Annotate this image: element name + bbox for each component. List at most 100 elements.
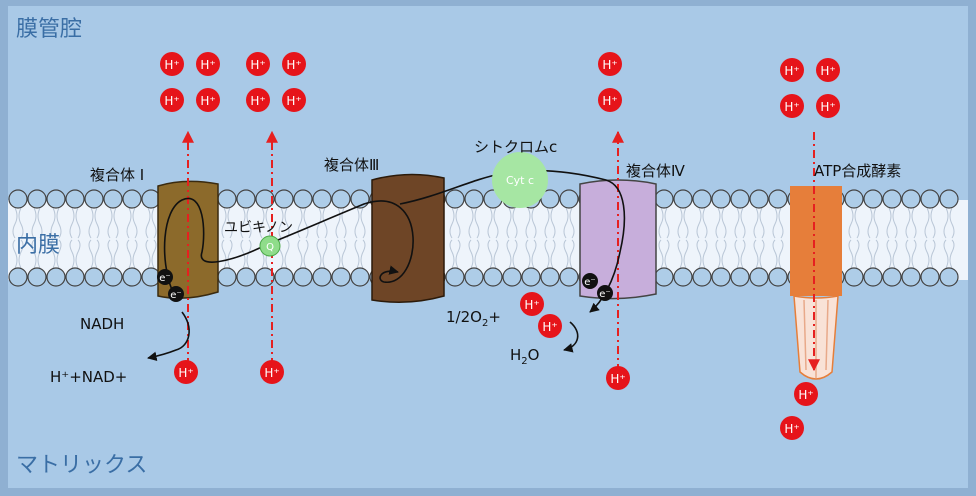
lipid-head — [863, 189, 883, 209]
lipid-head — [749, 189, 769, 209]
proton: H⁺ — [196, 52, 220, 76]
lipid-head — [312, 189, 332, 209]
lipid-head — [654, 267, 674, 287]
proton-circle — [174, 360, 198, 384]
lipid-head — [331, 267, 351, 287]
lipid-head — [939, 267, 959, 287]
lipid-tail — [772, 207, 784, 269]
proton-circle — [780, 58, 804, 82]
lipid-head — [768, 267, 788, 287]
lipid-head — [274, 189, 294, 209]
lipid-tail — [221, 207, 233, 269]
lipid-tail — [12, 207, 24, 269]
electron-marker — [582, 273, 598, 289]
proton-symbol: H⁺ — [250, 58, 265, 72]
proton-symbol: H⁺ — [820, 100, 835, 114]
proton: H⁺ — [780, 58, 804, 82]
proton: H⁺ — [816, 58, 840, 82]
proton-symbol: H⁺ — [610, 372, 625, 386]
lipid-tail — [335, 207, 347, 269]
lipid-head — [445, 189, 465, 209]
lipid-head — [559, 189, 579, 209]
lipid-head — [654, 189, 674, 209]
lipid-tail — [924, 207, 936, 269]
lipid-tail — [126, 207, 138, 269]
lipid-tail — [278, 207, 290, 269]
proton-circle — [160, 88, 184, 112]
lipid-head — [673, 189, 693, 209]
lipid-tail — [107, 207, 119, 269]
electron-symbol: e⁻ — [170, 290, 181, 301]
oxygen-subscript: 2 — [482, 318, 488, 329]
proton-circle — [260, 360, 284, 384]
lipid-tail — [145, 207, 157, 269]
lipid-tail — [506, 207, 518, 269]
proton-symbol: H⁺ — [264, 366, 279, 380]
lipid-head — [217, 189, 237, 209]
proton-symbol: H⁺ — [164, 58, 179, 72]
water-prefix: H — [510, 346, 521, 364]
water-suffix: O — [528, 346, 540, 364]
proton: H⁺ — [282, 52, 306, 76]
inner-membrane-label: 内膜 — [16, 233, 60, 258]
lipid-tail — [468, 207, 480, 269]
proton-symbol: H⁺ — [542, 320, 557, 334]
lipid-tail — [449, 207, 461, 269]
lipid-tail — [943, 207, 955, 269]
nadh-oxidation-arrow — [147, 311, 190, 362]
lipid-head — [65, 267, 85, 287]
proton-symbol: H⁺ — [602, 94, 617, 108]
lipid-head — [236, 267, 256, 287]
lipid-head — [749, 267, 769, 287]
nadh-label: NADH — [80, 315, 124, 333]
lipid-head — [901, 267, 921, 287]
lipid-head — [692, 267, 712, 287]
lipid-tail — [886, 207, 898, 269]
lipid-head — [122, 267, 142, 287]
proton-circle — [196, 52, 220, 76]
atp-synthase-stalk — [790, 186, 842, 296]
proton: H⁺ — [282, 88, 306, 112]
electron-symbol: e⁻ — [599, 289, 610, 300]
lipid-head — [8, 189, 28, 209]
h-plus-nad-label: H⁺+NAD+ — [50, 368, 127, 386]
proton: H⁺ — [246, 52, 270, 76]
electron-marker — [157, 269, 173, 285]
lipid-head — [103, 189, 123, 209]
lipid-head — [730, 267, 750, 287]
lipid-tail — [69, 207, 81, 269]
lipid-tail — [487, 207, 499, 269]
complex-1-label: 複合体 I — [90, 166, 144, 184]
proton-circle — [520, 292, 544, 316]
proton-symbol: H⁺ — [200, 94, 215, 108]
lipid-head — [350, 267, 370, 287]
lipid-tail — [658, 207, 670, 269]
proton: H⁺ — [780, 94, 804, 118]
cytochrome-c-symbol: Cyt c — [506, 174, 534, 187]
proton-symbol: H⁺ — [286, 94, 301, 108]
lipid-head — [103, 267, 123, 287]
lipid-tail — [544, 207, 556, 269]
oxygen-reactant-label: 1/2O2+ — [446, 308, 501, 329]
lipid-head — [293, 189, 313, 209]
lipid-head — [445, 267, 465, 287]
lipid-head — [692, 189, 712, 209]
lipid-head — [920, 267, 940, 287]
proton-circle — [780, 94, 804, 118]
lipid-head — [464, 267, 484, 287]
ubiquinone-label: ユビキノン — [224, 220, 293, 236]
proton-circle — [606, 366, 630, 390]
proton-circle — [246, 88, 270, 112]
proton-circle — [538, 314, 562, 338]
lipid-head — [920, 189, 940, 209]
proton-symbol: H⁺ — [286, 58, 301, 72]
lipid-tail — [240, 207, 252, 269]
proton-symbol: H⁺ — [798, 388, 813, 402]
proton-circle — [196, 88, 220, 112]
proton-symbol: H⁺ — [784, 64, 799, 78]
proton-symbol: H⁺ — [200, 58, 215, 72]
proton-circle — [282, 88, 306, 112]
proton-symbol: H⁺ — [820, 64, 835, 78]
oxygen-reduction-arrow — [563, 321, 579, 353]
proton-circle — [160, 52, 184, 76]
